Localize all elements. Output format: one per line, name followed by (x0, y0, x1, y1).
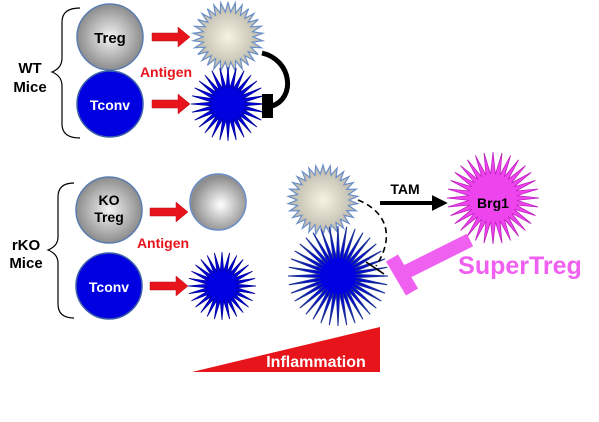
rko-brace (46, 182, 75, 319)
wt-activated-treg-starburst (190, 0, 266, 74)
expanded-tconv-starburst (287, 225, 389, 327)
rko-ko-treg-ball (189, 173, 247, 231)
rko-tconv-label: Tconv (89, 279, 129, 295)
wt-tconv-label: Tconv (90, 97, 130, 113)
rko-ko-treg-label-1: KO (99, 192, 120, 208)
dashed-suppression-curve (357, 199, 388, 267)
dashed-suppression-bar (365, 261, 385, 275)
inflammation-label: Inflammation (266, 354, 366, 371)
tam-treg-starburst (286, 162, 360, 238)
wt-treg-label: Treg (94, 30, 126, 47)
supertreg-label: SuperTreg (458, 252, 582, 280)
rko-ko-treg-label-2: Treg (94, 209, 124, 225)
supertreg-inhibition-bar (385, 254, 419, 296)
rko-treg-arrow (149, 201, 189, 223)
rko-antigen-label: Antigen (137, 235, 189, 251)
rko-ko-treg-cell (75, 176, 143, 244)
rko-group-label-1: rKO (12, 237, 41, 254)
wt-group-label-2: Mice (13, 79, 46, 96)
rko-group-label-2: Mice (9, 255, 42, 272)
wt-tconv-cell (76, 70, 144, 138)
rko-tconv-cell (75, 252, 143, 320)
rko-activated-tconv-starburst (187, 251, 257, 321)
wt-suppression-bar (262, 94, 273, 118)
supertreg-inhibition-line (398, 233, 474, 281)
inflammation-wedge (192, 327, 380, 372)
wt-suppression-curve (261, 50, 290, 109)
wt-treg-arrow (151, 26, 191, 48)
rko-tconv-arrow (149, 275, 189, 297)
wt-activated-tconv-starburst (190, 66, 266, 142)
wt-brace (50, 7, 81, 139)
brg1-label: Brg1 (477, 195, 509, 211)
tam-label: TAM (390, 181, 419, 197)
wt-antigen-label: Antigen (140, 64, 192, 80)
wt-treg-cell (76, 3, 144, 71)
wt-group-label-1: WT (18, 60, 41, 77)
wt-tconv-arrow (151, 93, 191, 115)
brg1-starburst (446, 151, 540, 245)
